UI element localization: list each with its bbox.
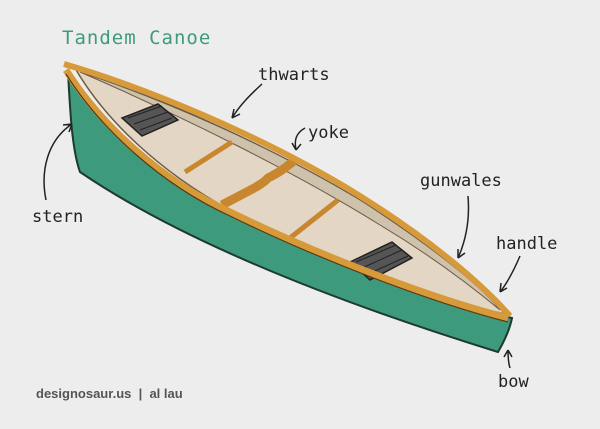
diagram-title: Tandem Canoe [62, 27, 211, 49]
arrow-stern [43, 123, 73, 201]
arrow-bow [503, 349, 513, 369]
label-yoke: yoke [308, 123, 349, 143]
thwart-front [288, 198, 340, 240]
label-handle: handle [496, 234, 557, 254]
stern-seat [120, 103, 180, 137]
arrow-gunwales [457, 195, 470, 259]
label-thwarts: thwarts [258, 65, 330, 85]
label-gunwales: gunwales [420, 171, 502, 191]
label-stern: stern [32, 207, 83, 227]
gunwale-outline [65, 73, 509, 323]
yoke-bar [219, 156, 298, 209]
gunwale-near [63, 68, 509, 322]
credit-text: designosaur.us | al lau [36, 386, 183, 401]
arrow-yoke [291, 127, 306, 151]
arrow-handle [499, 255, 521, 293]
label-bow: bow [498, 372, 529, 392]
gunwale-far [63, 61, 513, 318]
arrow-thwarts [231, 83, 263, 119]
inner-hull-wall [79, 71, 501, 311]
thwart-rear [183, 139, 234, 175]
